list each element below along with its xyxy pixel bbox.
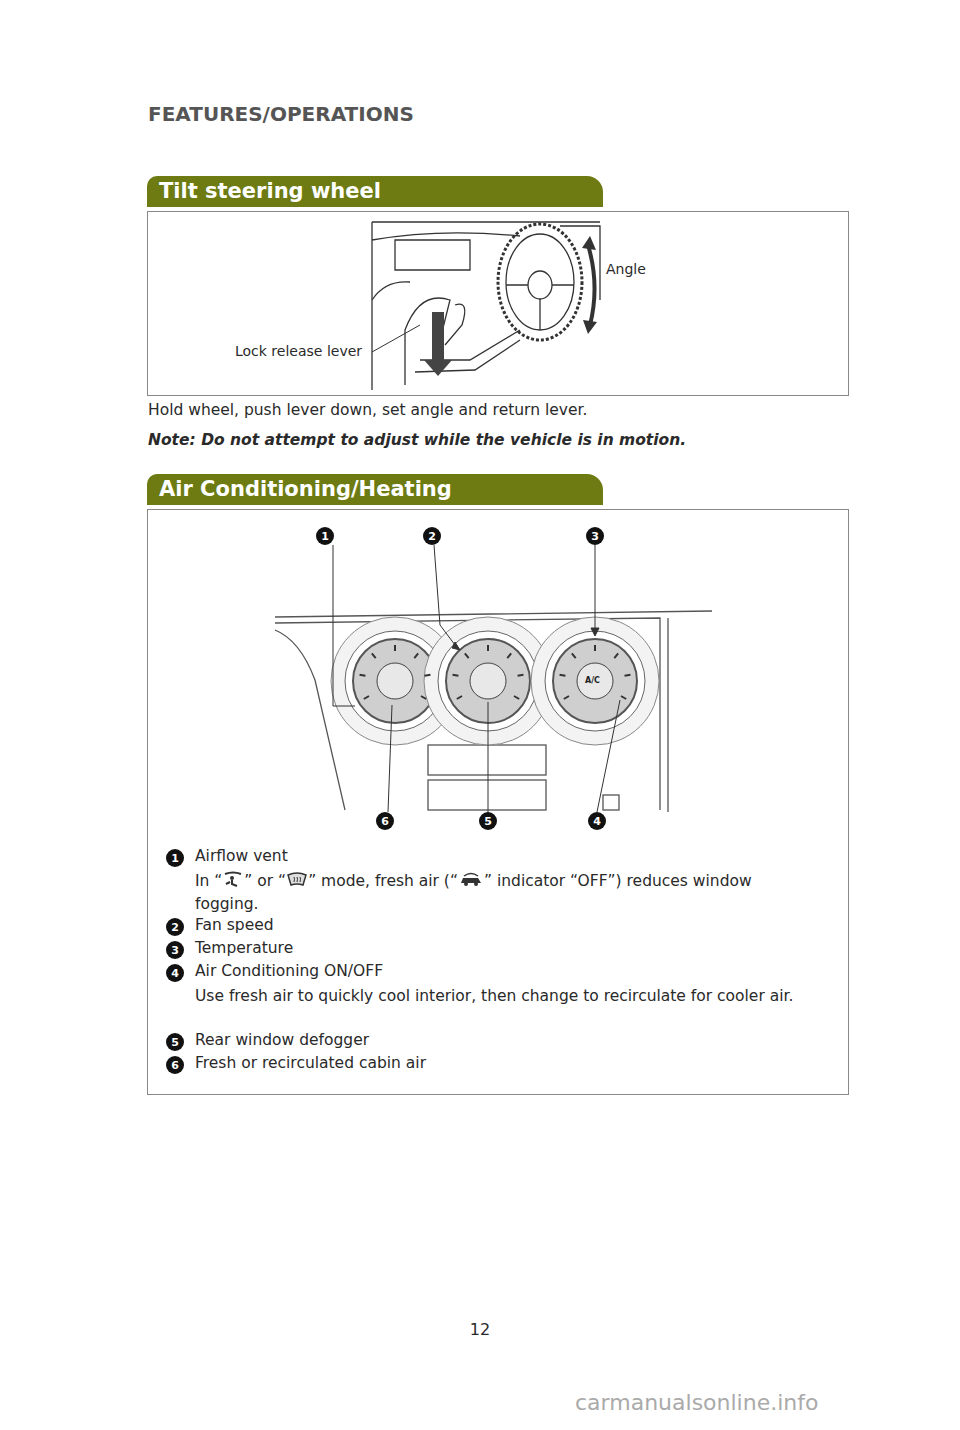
lever-arrow — [424, 312, 452, 376]
callout-number: 4 — [588, 812, 606, 830]
callout-text: 3 — [591, 530, 599, 543]
leader-lines — [333, 545, 620, 812]
text-label: Angle — [606, 261, 646, 277]
callout-number: 6 — [166, 1056, 184, 1074]
text-label: Airflow vent — [195, 847, 288, 865]
section-tab: Air Conditioning/Heating — [147, 474, 603, 505]
callout-text: 1 — [321, 530, 329, 543]
section-heading: Air Conditioning/Heating — [159, 477, 452, 501]
watermark: carmanualsonline.info — [575, 1390, 818, 1415]
recirculate-icon — [458, 871, 484, 889]
callout-number: 2 — [166, 918, 184, 936]
callout-number: 5 — [166, 1033, 184, 1051]
callout-text: 4 — [593, 815, 601, 828]
text-label: Fresh or recirculated cabin air — [195, 1054, 426, 1072]
text-fragment: In “ — [195, 872, 222, 890]
steering-illustration — [372, 222, 600, 390]
callout-number: 5 — [479, 812, 497, 830]
callout-number: 1 — [316, 527, 334, 545]
callout-number: 2 — [423, 527, 441, 545]
inline-icon — [458, 872, 484, 890]
text-label: A/C — [585, 676, 600, 685]
callout-text: 5 — [171, 1036, 179, 1049]
callout-text: 2 — [171, 921, 179, 934]
foot-defrost-icon — [222, 871, 244, 889]
text-label: Fan speed — [195, 916, 274, 934]
hvac-panel — [275, 611, 712, 812]
callout-number: 1 — [166, 849, 184, 867]
description-text: In “” or “” mode, fresh air (“” indicato… — [195, 870, 795, 916]
callout-text: 1 — [171, 852, 179, 865]
callout-number: 3 — [586, 527, 604, 545]
text-label: Rear window defogger — [195, 1031, 369, 1049]
text-fragment: ” mode, fresh air (“ — [308, 872, 458, 890]
callout-text: 5 — [484, 815, 492, 828]
text-fragment: ” or “ — [244, 872, 286, 890]
control-knobs — [331, 617, 659, 745]
page-heading: FEATURES/OPERATIONS — [148, 102, 414, 126]
text-label: Note: Do not attempt to adjust while the… — [148, 431, 686, 449]
text-label: Air Conditioning ON/OFF — [195, 962, 383, 980]
inline-icon — [222, 872, 244, 890]
text-label: Temperature — [195, 939, 293, 957]
callout-number: 3 — [166, 941, 184, 959]
panel-frame — [148, 510, 849, 1095]
section-heading: Tilt steering wheel — [159, 179, 381, 203]
page-number: 12 — [470, 1320, 490, 1339]
callout-number: 4 — [166, 964, 184, 982]
defrost-icon — [286, 871, 308, 889]
text-label: Use fresh air to quickly cool interior, … — [195, 985, 795, 1008]
inline-icon — [286, 872, 308, 890]
callout-text: 6 — [171, 1059, 179, 1072]
callout-text: 3 — [171, 944, 179, 957]
section-tab: Tilt steering wheel — [147, 176, 603, 207]
panel-frame — [148, 212, 849, 396]
callout-text: 2 — [428, 530, 436, 543]
callout-text: 6 — [381, 815, 389, 828]
text-label: Hold wheel, push lever down, set angle a… — [148, 401, 587, 419]
text-label: Lock release lever — [235, 343, 362, 359]
callout-text: 4 — [171, 967, 179, 980]
callout-number: 6 — [376, 812, 394, 830]
